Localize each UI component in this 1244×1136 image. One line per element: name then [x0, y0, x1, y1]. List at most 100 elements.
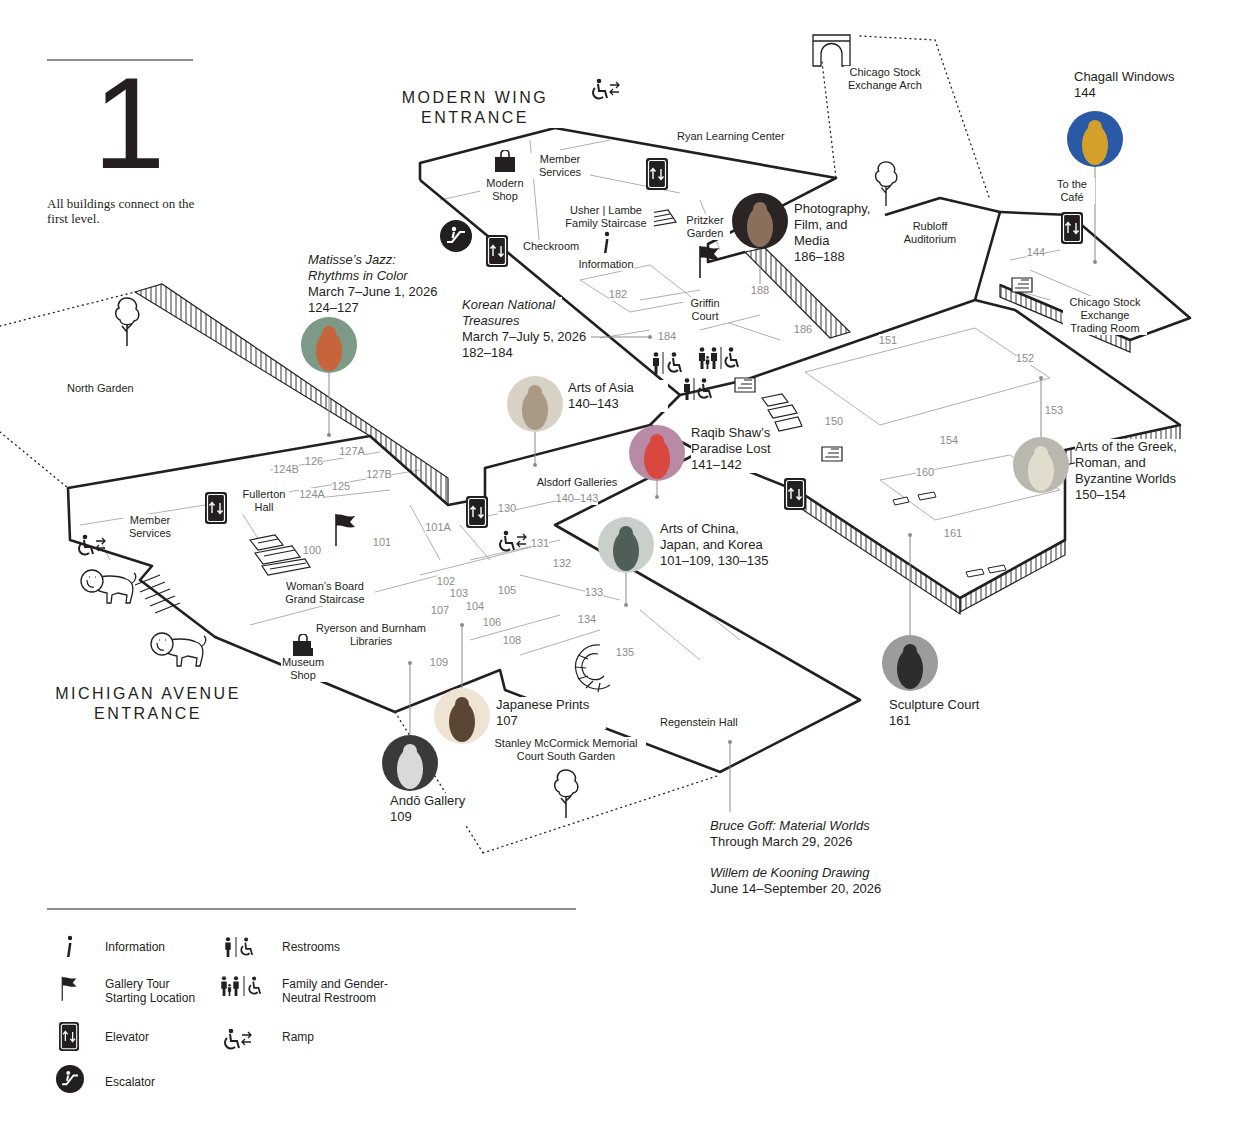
staircase: [1012, 278, 1032, 292]
room-number: 104: [466, 600, 484, 613]
staircase: [762, 394, 788, 406]
restroom-icon: [236, 347, 721, 996]
dotted-boundary: [0, 36, 990, 853]
gallery-thumbnail: [619, 526, 633, 540]
ramp-icon: [79, 535, 105, 555]
room-number: 109: [430, 656, 448, 669]
gallery-thumbnail: [1067, 111, 1123, 167]
callout-text: Photography, Film, and Media186–188: [794, 201, 880, 265]
legend-label: Escalator: [105, 1075, 155, 1089]
staircase: [825, 449, 839, 457]
gallery-name: Matisse’s Jazz: Rhythms in Color: [308, 252, 428, 284]
room-number: 161: [944, 527, 962, 540]
restroom-icon: [711, 347, 717, 369]
staircase: [1015, 280, 1029, 288]
gallery-callout: Japanese Prints107: [434, 688, 606, 744]
bench: [893, 497, 909, 505]
restroom-icon: [668, 352, 681, 372]
info-icon: [67, 232, 609, 957]
tree-icon: [555, 770, 578, 818]
staircase: [135, 210, 1032, 692]
exhibition-date: 182–184: [462, 345, 513, 361]
leader-dot: [648, 335, 652, 339]
restroom-icon: [699, 347, 705, 369]
room-number: 154: [940, 434, 958, 447]
room-number: 105: [498, 584, 516, 597]
gallery-thumbnail: [1013, 437, 1069, 493]
leader-dot: [327, 433, 331, 437]
gallery-thumbnail: [1067, 111, 1123, 167]
gallery-thumbnail: [598, 517, 654, 573]
elevator-icon: [59, 158, 1083, 1051]
wall-hatch: [800, 492, 960, 614]
place-label: Ryerson and Burnham Libraries: [311, 622, 431, 648]
gallery-thumbnail: [455, 697, 469, 711]
restroom-icon: [653, 352, 659, 374]
info-icon: [67, 936, 72, 957]
room-line: [80, 452, 740, 660]
restroom-icon: [228, 984, 231, 996]
room-number: 140–143: [556, 492, 599, 505]
gallery-detail: 186–188: [794, 249, 880, 265]
place-label: Woman’s Board Grand Staircase: [275, 580, 375, 606]
info-icon: [604, 232, 609, 253]
bench: [988, 565, 1006, 573]
tour-flag: [62, 977, 76, 1001]
lion-statue: [151, 633, 206, 666]
gallery-thumbnail: [598, 517, 654, 573]
leader-dot: [327, 260, 1097, 744]
gallery-name: Japanese Prints: [496, 697, 606, 713]
place-label: Member Services: [123, 514, 178, 540]
gallery-callout: Arts of the Greek, Roman, and Byzantine …: [1013, 437, 1187, 503]
staircase: [575, 655, 600, 692]
bench: [966, 569, 984, 577]
leader-dot: [1093, 260, 1097, 264]
gallery-thumbnail: [732, 193, 788, 249]
room-number: 106: [483, 616, 501, 629]
arch-icon: [813, 35, 850, 66]
gallery-detail: 150–154: [1075, 487, 1187, 503]
room-number: 150: [825, 415, 843, 428]
wall-hatch: [960, 540, 1065, 612]
ramp-icon: [225, 1029, 251, 1049]
restroom-icon: [725, 347, 738, 367]
leader-line: [329, 167, 1095, 812]
gallery-thumbnail: [882, 635, 938, 691]
restroom-icon: [684, 378, 690, 400]
gallery-detail: 107: [496, 713, 606, 729]
arch-icon: [813, 40, 850, 41]
bench: [918, 492, 936, 500]
gallery-name: Sculpture Court: [889, 697, 989, 713]
entrance-label: MODERN WING ENTRANCE: [385, 88, 565, 128]
staircase: [768, 405, 797, 418]
gallery-detail: 140–143: [568, 396, 668, 412]
bench: [893, 492, 1006, 577]
leader-dot: [460, 623, 464, 627]
gallery-detail: 141–142: [691, 457, 775, 473]
place-label: Member Services: [530, 153, 590, 179]
floor-note: All buildings connect on the first level…: [47, 196, 197, 226]
ramp-icon: [593, 79, 619, 99]
escalator-icon: [440, 220, 472, 252]
gallery-name: Photography, Film, and Media: [794, 201, 880, 249]
gallery-detail: March 7–June 1, 2026: [308, 284, 428, 300]
place-label: Fullerton Hall: [239, 488, 289, 514]
lion-statue: [81, 570, 206, 666]
gallery-thumbnail: [382, 735, 438, 791]
gallery-thumbnail: [732, 193, 788, 249]
gallery-thumbnail: [507, 376, 563, 432]
room-number: 131: [531, 537, 549, 550]
staircase: [258, 539, 306, 569]
place-label: Griffin Court: [683, 297, 728, 323]
room-number: 134: [578, 613, 596, 626]
gallery-thumbnail: [629, 425, 685, 481]
gallery-callout: Photography, Film, and Media186–188: [732, 193, 880, 265]
exhibition-title: Willem de Kooning Drawing: [710, 865, 870, 881]
gallery-callout: Matisse’s Jazz: Rhythms in ColorMarch 7–…: [301, 252, 428, 373]
place-label: Rubloff Auditorium: [895, 220, 965, 246]
leader-dot: [908, 533, 912, 537]
gallery-thumbnail: [753, 202, 767, 216]
room-number: 103: [450, 587, 468, 600]
callout-text: Arts of Asia140–143: [568, 380, 668, 412]
callout-text: Japanese Prints107: [496, 697, 606, 729]
